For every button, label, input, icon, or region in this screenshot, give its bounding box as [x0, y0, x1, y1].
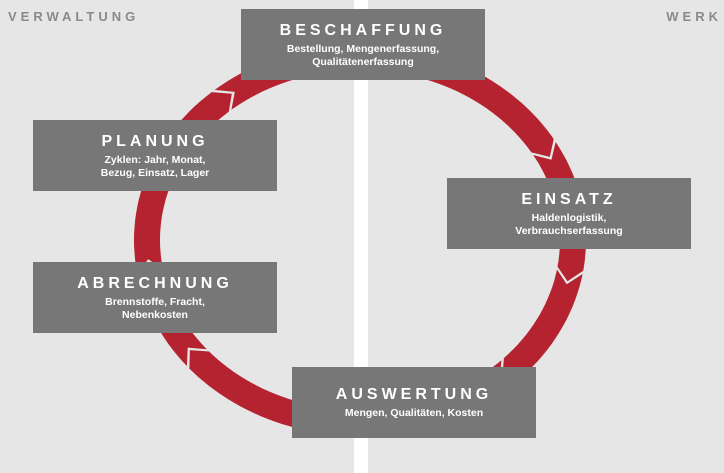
step-title-beschaffung: BESCHAFFUNG — [279, 21, 447, 39]
step-box-planung: PLANUNG Zyklen: Jahr, Monat, Bezug, Eins… — [33, 120, 277, 191]
step-desc-auswertung: Mengen, Qualitäten, Kosten — [344, 407, 484, 419]
zone-label-verwaltung: VERWALTUNG — [8, 9, 140, 24]
step-box-beschaffung: BESCHAFFUNG Bestellung, Mengenerfassung,… — [241, 9, 485, 80]
step-box-abrechnung: ABRECHNUNG Brennstoffe, Fracht, Nebenkos… — [33, 262, 277, 333]
step-title-einsatz: EINSATZ — [521, 190, 617, 208]
step-title-planung: PLANUNG — [101, 132, 209, 150]
step-title-abrechnung: ABRECHNUNG — [77, 274, 233, 292]
step-desc-planung: Zyklen: Jahr, Monat, Bezug, Einsatz, Lag… — [100, 153, 210, 179]
step-desc-abrechnung: Brennstoffe, Fracht, Nebenkosten — [105, 295, 205, 321]
cycle-arrow-segment — [428, 55, 554, 157]
step-title-auswertung: AUSWERTUNG — [335, 386, 493, 403]
step-box-auswertung: AUSWERTUNG Mengen, Qualitäten, Kosten — [292, 367, 536, 438]
zone-label-werk: WERK — [666, 9, 722, 24]
step-box-einsatz: EINSATZ Haldenlogistik, Verbrauchserfass… — [447, 178, 691, 249]
cycle-arrow-segment — [502, 269, 583, 377]
step-desc-einsatz: Haldenlogistik, Verbrauchserfassung — [515, 211, 623, 237]
step-desc-beschaffung: Bestellung, Mengenerfassung, Qualitätene… — [286, 42, 440, 68]
cycle-arrow-segment — [189, 350, 326, 433]
zone-divider — [354, 0, 368, 473]
